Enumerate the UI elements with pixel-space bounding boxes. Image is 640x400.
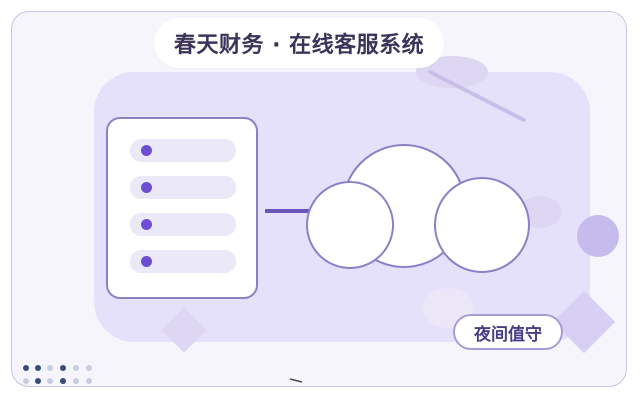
- night-duty-badge: 夜间值守: [453, 314, 563, 350]
- list-item: [130, 213, 236, 236]
- decor-circle: [577, 215, 619, 257]
- page-title: 春天财务 · 在线客服系统: [174, 33, 425, 58]
- cloud-icon: [306, 144, 530, 273]
- badge-label: 夜间值守: [474, 324, 542, 345]
- bullet-dot: [141, 256, 152, 267]
- bullet-dot: [141, 145, 152, 156]
- list-icon: [106, 117, 258, 299]
- blob-top: [416, 56, 488, 88]
- diagonal-line: [428, 70, 526, 122]
- decor-diamond-left: [161, 307, 207, 353]
- bullet-dot: [141, 182, 152, 193]
- list-item: [130, 139, 236, 162]
- list-item: [130, 250, 236, 273]
- bullet-dot: [141, 219, 152, 230]
- list-item: [130, 176, 236, 199]
- dot-grid: [23, 365, 92, 384]
- decor-diamond-right: [552, 290, 616, 354]
- small-dash: [289, 378, 303, 383]
- title-pill: 春天财务 · 在线客服系统: [154, 18, 445, 68]
